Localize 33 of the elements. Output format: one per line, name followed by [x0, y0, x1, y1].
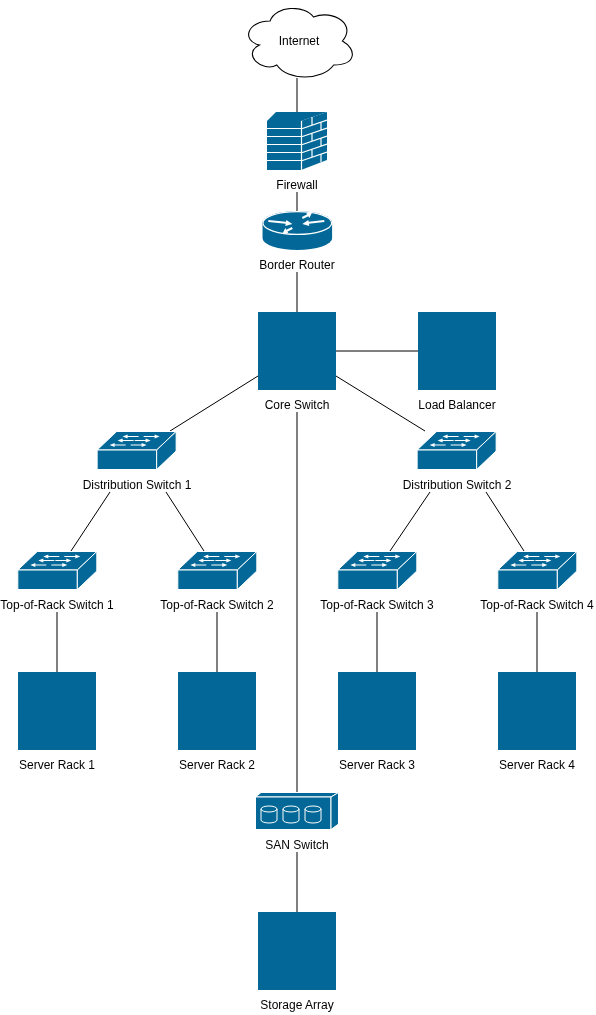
connector-line — [70, 491, 111, 552]
node-label: Distribution Switch 2 — [402, 478, 512, 492]
connector-line — [296, 851, 298, 913]
node-label: Top-of-Rack Switch 4 — [480, 598, 594, 612]
node-label: Border Router — [259, 258, 335, 272]
connector-line — [56, 611, 58, 673]
connector-line — [169, 375, 259, 432]
node-label: Top-of-Rack Switch 3 — [320, 598, 434, 612]
connector-line — [216, 611, 218, 673]
node-label: Load Balancer — [418, 398, 496, 412]
node-label: SAN Switch — [265, 838, 329, 852]
node-label: Server Rack 1 — [19, 758, 95, 772]
node-label: Firewall — [276, 178, 318, 192]
connector-line — [485, 491, 525, 552]
node-label: Storage Array — [260, 998, 334, 1012]
node-label: Server Rack 2 — [179, 758, 255, 772]
node-label: Distribution Switch 1 — [82, 478, 192, 492]
connector-line — [335, 350, 419, 352]
connector-line — [296, 77, 298, 113]
connector-line — [376, 611, 378, 673]
connector-line — [296, 411, 298, 793]
connector-line — [296, 191, 298, 212]
connector-line — [335, 375, 426, 432]
node-label: Top-of-Rack Switch 2 — [160, 598, 274, 612]
node-label: Core Switch — [264, 398, 330, 412]
node-label: Internet — [277, 34, 321, 48]
connector-line — [165, 491, 205, 552]
connector-line — [536, 611, 538, 673]
node-label: Top-of-Rack Switch 1 — [0, 598, 114, 612]
connector-line — [296, 271, 298, 313]
node-label: Server Rack 3 — [339, 758, 415, 772]
connector-line — [389, 491, 431, 552]
node-label: Server Rack 4 — [499, 758, 575, 772]
